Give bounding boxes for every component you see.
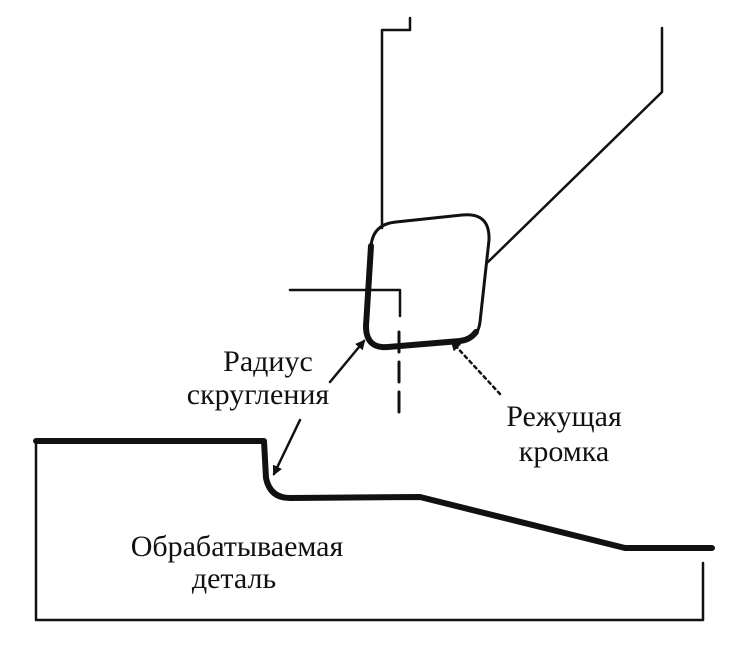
workpiece-outline — [34, 438, 705, 622]
workpiece — [33, 438, 715, 622]
tool-holder-right-edge — [486, 26, 664, 264]
cutting-edge-label-line1: Режущая — [506, 400, 622, 433]
tool-insert-outline — [364, 213, 491, 349]
radius-label-line2: скругления — [187, 378, 330, 411]
workpiece-label-line1: Обрабатываемая — [131, 530, 344, 563]
workpiece-label-line2: деталь — [192, 562, 276, 595]
radius-label-line1: Радиус — [223, 345, 313, 378]
leader-arrows — [272, 339, 502, 476]
labels: Радиус скругления Режущая кромка Обрабат… — [131, 345, 622, 595]
cutting-edge — [363, 243, 479, 351]
tool-reference-point — [288, 288, 402, 318]
cutting-edge-label-line2: кромка — [519, 435, 609, 468]
tool-holder — [380, 16, 664, 264]
reference-axes — [288, 288, 402, 422]
tool-holder-left-edge — [380, 16, 412, 230]
radius-leader-tool — [328, 339, 366, 384]
workpiece-machined-profile — [33, 438, 715, 551]
radius-leader-workpiece — [272, 418, 302, 476]
cutting-edge-leader — [450, 340, 502, 396]
tool-insert — [363, 213, 491, 351]
